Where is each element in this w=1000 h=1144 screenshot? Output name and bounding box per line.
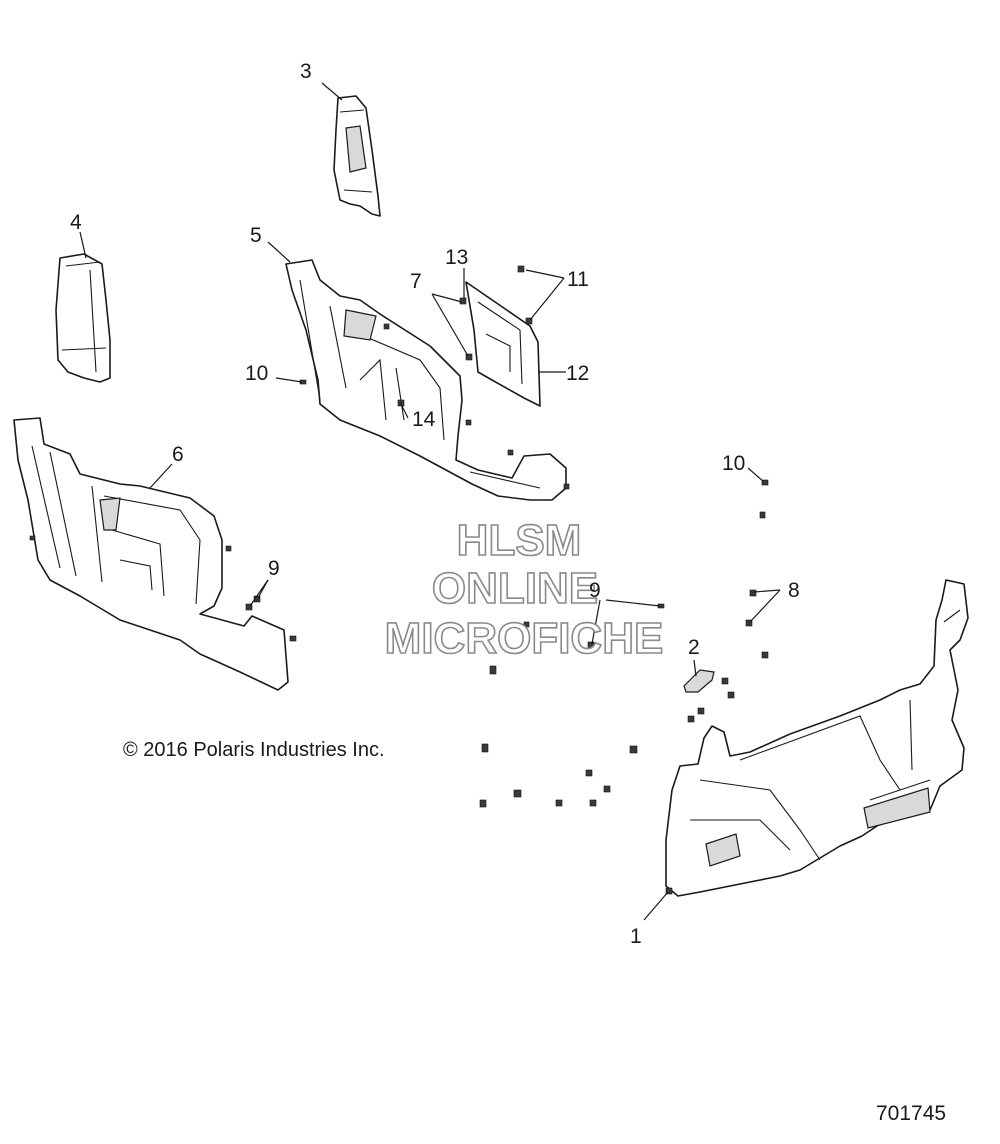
fastener-10c xyxy=(759,511,766,519)
fastener-11a xyxy=(517,265,525,273)
fastener-6a xyxy=(225,545,232,552)
callout-13: 13 xyxy=(445,246,468,269)
callout-4: 4 xyxy=(70,211,82,234)
fastener-9d xyxy=(245,603,253,611)
callout-8: 8 xyxy=(788,579,800,602)
callout-10-right: 10 xyxy=(722,452,745,475)
fastener-11b xyxy=(525,317,533,325)
part-2-bracket xyxy=(683,669,715,693)
fastener-loose-4 xyxy=(727,691,735,699)
fastener-loose-2 xyxy=(761,651,769,659)
fastener-loose-11 xyxy=(555,799,563,807)
part-3-panel xyxy=(333,95,381,217)
watermark-line-2: ONLINE xyxy=(432,564,598,613)
fastener-8a xyxy=(749,589,757,597)
fastener-6c xyxy=(289,635,297,642)
watermark: HLSM ONLINE MICROFICHE xyxy=(384,515,664,664)
fasteners xyxy=(29,265,769,895)
callout-14: 14 xyxy=(412,408,436,431)
fastener-loose-8 xyxy=(629,745,638,754)
part-4-panel xyxy=(55,253,111,383)
diagram-number: 701745 xyxy=(876,1102,947,1125)
part-6-panel xyxy=(13,417,289,691)
fastener-loose-3 xyxy=(721,677,729,685)
part-1-panel xyxy=(665,579,969,897)
callout-10-left: 10 xyxy=(245,362,268,385)
fastener-loose-12 xyxy=(589,799,597,807)
callout-12: 12 xyxy=(566,362,589,385)
fastener-10b xyxy=(761,479,769,486)
callout-6: 6 xyxy=(172,443,184,466)
callout-5: 5 xyxy=(250,224,262,247)
fastener-loose-7 xyxy=(481,743,489,753)
fastener-13 xyxy=(459,297,467,305)
fastener-5a xyxy=(465,419,472,426)
callout-3: 3 xyxy=(300,60,312,83)
fastener-9b xyxy=(587,641,595,649)
watermark-line-1: HLSM xyxy=(457,516,582,565)
callout-2: 2 xyxy=(688,636,700,659)
watermark-line-3: MICROFICHE xyxy=(385,614,664,663)
fastener-5c xyxy=(563,483,570,490)
part-12-plate xyxy=(465,281,541,407)
fastener-8b xyxy=(745,619,753,627)
fastener-9c xyxy=(523,621,530,628)
fastener-1 xyxy=(665,887,673,895)
callout-7: 7 xyxy=(410,270,422,293)
copyright-notice: © 2016 Polaris Industries Inc. xyxy=(123,739,385,761)
fastener-6b xyxy=(29,535,36,541)
callout-9-center: 9 xyxy=(589,579,601,602)
fastener-loose-9 xyxy=(585,769,593,777)
fastener-loose-6 xyxy=(687,715,695,723)
fastener-loose-14 xyxy=(513,789,522,798)
callout-9-left: 9 xyxy=(268,557,280,580)
fastener-5b xyxy=(507,449,514,456)
leader-lines xyxy=(79,82,781,921)
fastener-loose-10 xyxy=(603,785,611,793)
fastener-loose-13 xyxy=(479,799,487,808)
part-5-panel xyxy=(285,259,567,501)
fastener-7 xyxy=(465,353,473,361)
fastener-loose-5 xyxy=(697,707,705,715)
fastener-loose-1 xyxy=(489,665,497,675)
fastener-5d xyxy=(383,323,390,330)
callout-labels: 3 4 5 13 7 11 12 10 14 6 10 9 8 9 2 1 xyxy=(70,60,800,948)
callout-11: 11 xyxy=(567,268,589,291)
callout-1: 1 xyxy=(630,925,642,948)
